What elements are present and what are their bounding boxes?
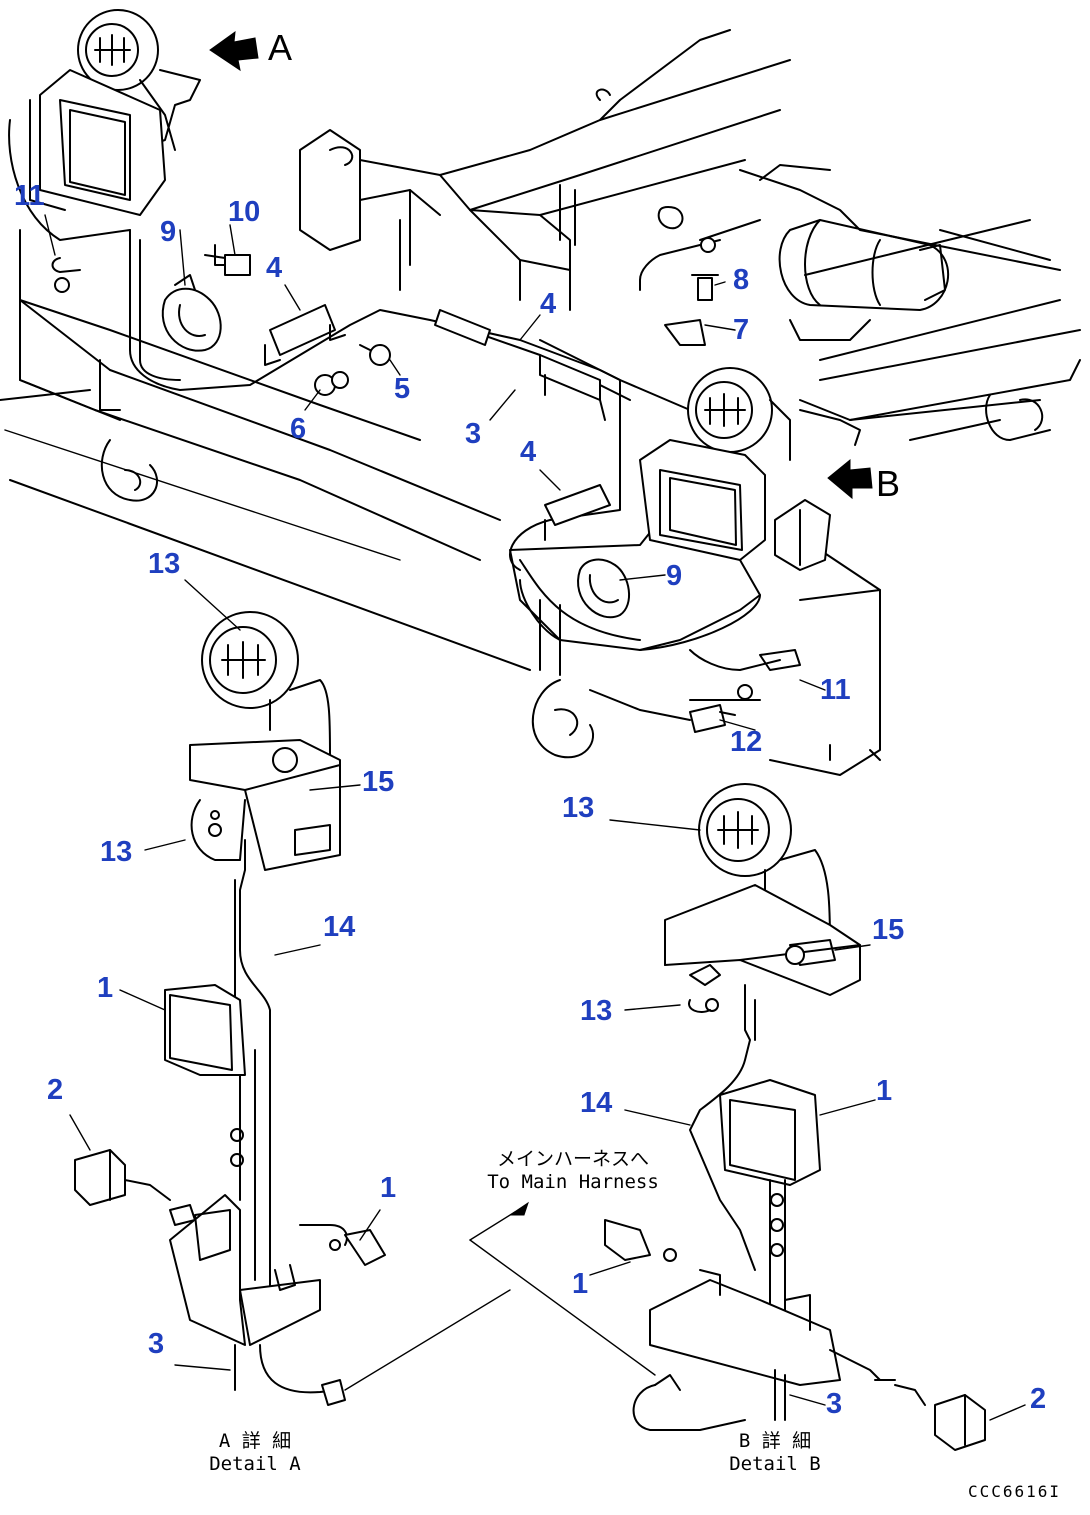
callout-2-detail-a: 2 <box>47 1074 64 1106</box>
callout-15-detail-a: 15 <box>362 766 395 798</box>
callout-3-detail-b: 3 <box>826 1388 843 1420</box>
detail-a-caption-jp: A 詳 細 <box>218 1430 292 1452</box>
hardware-items <box>51 237 801 733</box>
detail-b-drawing <box>469 783 986 1451</box>
callout-11-top-left: 11 <box>14 180 45 212</box>
callout-1-detail-b-bolt: 1 <box>572 1268 589 1300</box>
callout-4-lower: 4 <box>520 436 537 468</box>
callout-11-right: 11 <box>820 674 851 706</box>
callout-5: 5 <box>394 373 411 405</box>
detail-a-caption-en: Detail A <box>209 1452 301 1475</box>
callout-1-detail-a-bolt: 1 <box>380 1172 397 1204</box>
callout-14-detail-b: 14 <box>580 1087 613 1119</box>
machine-frame <box>0 29 1081 776</box>
detail-a-caption: A 詳 細 Detail A <box>180 1430 330 1476</box>
harness-clips <box>264 304 611 541</box>
harness-note-jp: メインハーネスへ <box>496 1148 649 1170</box>
detail-b-caption-en: Detail B <box>729 1452 821 1475</box>
detail-b-caption-jp: B 詳 細 <box>738 1430 812 1452</box>
callout-3-top: 3 <box>465 418 482 450</box>
view-b-letter: B <box>876 463 901 504</box>
harness-note: メインハーネスへ To Main Harness <box>458 1148 688 1194</box>
callout-7: 7 <box>733 314 750 346</box>
callout-1-detail-b: 1 <box>876 1075 893 1107</box>
callout-9-right: 9 <box>666 560 683 592</box>
callout-2-detail-b: 2 <box>1030 1383 1047 1415</box>
lamp-cluster-top-left <box>8 9 222 352</box>
lamp-cluster-top-right <box>577 367 861 619</box>
drawing-code: CCC6616I <box>968 1482 1062 1501</box>
leader-lines <box>44 214 1026 1421</box>
callout-10: 10 <box>228 196 261 228</box>
callout-6: 6 <box>290 413 307 445</box>
callout-8: 8 <box>733 264 750 296</box>
callout-15-detail-b: 15 <box>872 914 905 946</box>
callout-3-detail-a: 3 <box>148 1328 165 1360</box>
callout-13-detail-b-side: 13 <box>580 995 613 1027</box>
detail-a-drawing <box>74 611 511 1406</box>
callout-12: 12 <box>730 726 763 758</box>
harness-arrow <box>469 1201 529 1241</box>
callout-1-detail-a: 1 <box>97 972 114 1004</box>
callout-9-left: 9 <box>160 216 177 248</box>
callout-4-middle: 4 <box>540 288 557 320</box>
view-a-letter: A <box>268 27 293 68</box>
callout-13-detail-b-top: 13 <box>562 792 595 824</box>
harness-note-en: To Main Harness <box>487 1170 659 1193</box>
detail-b-caption: B 詳 細 Detail B <box>700 1430 850 1476</box>
callout-13-detail-a-top: 13 <box>148 548 181 580</box>
view-arrows <box>209 30 873 500</box>
callout-4-left: 4 <box>266 252 283 284</box>
callout-14-detail-a: 14 <box>323 911 356 943</box>
callout-13-detail-a-side: 13 <box>100 836 133 868</box>
